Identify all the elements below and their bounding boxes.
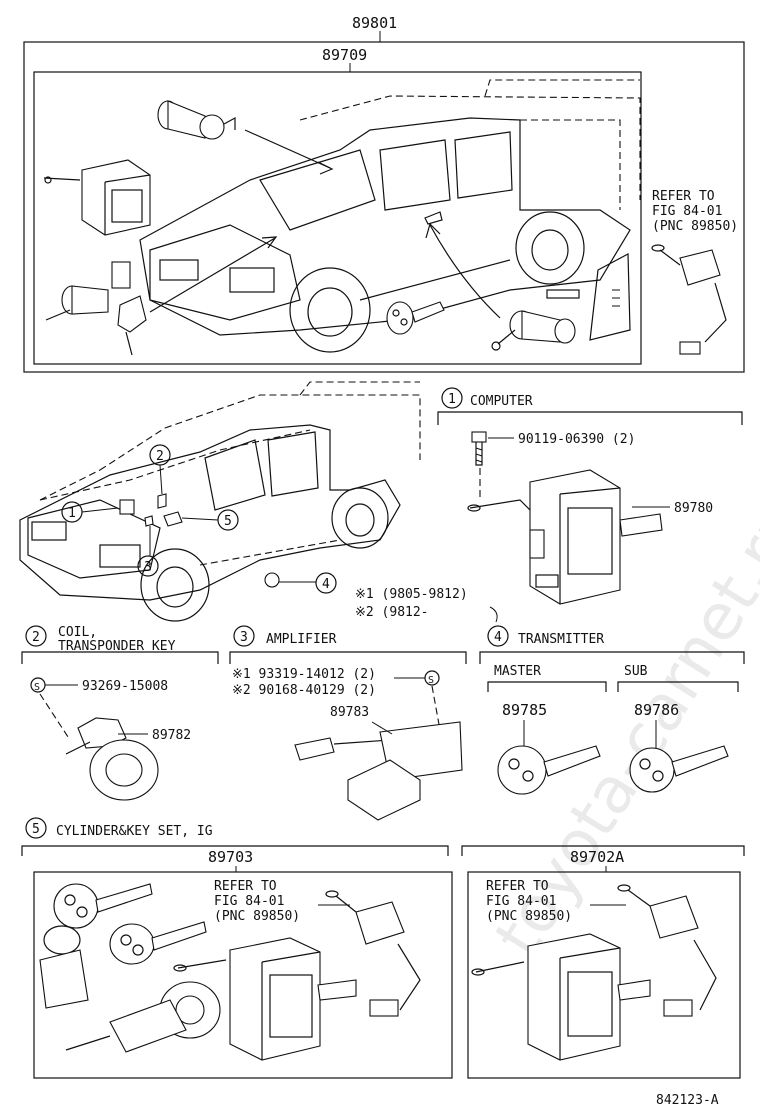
antenna-connector-icon-left-kit [325,890,421,1017]
right-refer-line1: REFER TO [486,879,549,894]
left-kit-part-number: 89703 [208,848,253,866]
section-4-number: 4 [494,630,502,645]
antenna-connector-icon-top [651,244,727,355]
ignition-cylinder-icon [65,981,221,1053]
door-lock-cylinder-icon [157,100,236,140]
refer-text-line2: FIG 84-01 [652,204,722,219]
callout-3: 3 [137,526,159,577]
section-5-title: CYLINDER&KEY SET, IG [56,824,213,839]
coil-screw-part-number: 93269-15008 [82,679,168,694]
amplifier-unit-icon [294,721,463,821]
section-2-number: 2 [32,630,40,645]
right-kit-frame [467,871,741,1079]
master-key-part-number: 89785 [502,701,547,719]
section-2-title-line1: COIL, [58,625,97,640]
right-kit-part-number: 89702A [570,848,624,866]
left-refer-line1: REFER TO [214,879,277,894]
screw-symbol-coil: S [34,682,40,693]
svg-text:2: 2 [156,449,164,464]
master-key-icon [497,745,601,795]
section-3-number: 3 [240,630,248,645]
svg-text:3: 3 [144,560,152,575]
screw-symbol-amplifier: S [428,675,434,686]
callout-2: 2 [149,444,171,495]
callout-1: 1 [61,501,119,523]
callout-5: 5 [181,509,239,531]
truck-illustration-middle [19,381,421,622]
section-3-title: AMPLIFIER [266,632,337,647]
refer-text-line1: REFER TO [652,189,715,204]
section-1-number: 1 [448,392,456,407]
antenna-connector-icon-right-kit [617,884,717,1017]
section-4-title: TRANSMITTER [518,632,604,647]
amplifier-screw-2: ※2 90168-40129 (2) [232,683,376,698]
section-transmitter: 4 TRANSMITTER MASTER SUB 89785 89786 [479,625,745,795]
sub-assembly-frame-89709 [33,71,642,365]
amplifier-screw-1: ※1 93319-14012 (2) [232,667,376,682]
assembly-frame-89801 [23,41,745,373]
bolt-icon [471,431,487,466]
coil-part-number: 89782 [152,728,191,743]
computer-unit-icon-top [43,159,151,236]
arrow-to-rear-door [429,224,501,319]
sub-assembly-number-89709: 89709 [322,46,367,64]
section-5-number: 5 [32,822,40,837]
section-coil: 2 COIL, TRANSPONDER KEY S 93269-15008 89… [21,625,219,801]
ignition-cylinder-icon-top [45,261,147,356]
section-1-title: COMPUTER [470,394,533,409]
callout-4: 4 [264,572,337,594]
computer-unit-icon-left-kit [173,937,357,1061]
transmitter-key-icon-top [386,301,445,335]
svg-text:1: 1 [68,506,76,521]
keys-with-tag-icon [39,883,207,1009]
sub-label: SUB [624,664,648,679]
note-model-year-2: ※2 (9812- [355,605,429,620]
computer-unit-icon-right-kit [471,933,651,1061]
right-refer-line3: (PNC 89850) [486,909,572,924]
left-kit-frame [33,871,453,1079]
section-cylinder-key-set: 5 CYLINDER&KEY SET, IG 89703 REFER TO FI… [21,817,745,1079]
sub-key-icon [629,745,729,793]
amplifier-part-number: 89783 [330,705,369,720]
svg-text:4: 4 [322,577,330,592]
right-refer-line2: FIG 84-01 [486,894,556,909]
truck-illustration-top [139,79,641,353]
computer-part-number: 89780 [674,501,713,516]
section-2-title-line2: TRANSPONDER KEY [58,639,176,654]
transponder-coil-icon [65,717,159,801]
bolt-part-number: 90119-06390 (2) [518,432,635,447]
assembly-number-89801: 89801 [352,14,397,32]
diagram-code: 842123-A [656,1093,719,1108]
left-refer-line2: FIG 84-01 [214,894,284,909]
door-cylinder-icon-lower [491,310,576,351]
master-label: MASTER [494,664,541,679]
arrow-to-door [244,129,331,169]
section-computer: 1 COMPUTER 90119-06390 (2) 89780 [437,387,743,605]
refer-text-line3: (PNC 89850) [652,219,738,234]
svg-text:5: 5 [224,514,232,529]
note-model-year-1: ※1 (9805-9812) [355,587,468,602]
arrow-to-ignition [149,237,276,313]
sub-key-part-number: 89786 [634,701,679,719]
left-refer-line3: (PNC 89850) [214,909,300,924]
section-amplifier: 3 AMPLIFIER ※1 93319-14012 (2) ※2 90168-… [229,625,467,821]
computer-unit-icon [467,469,663,605]
